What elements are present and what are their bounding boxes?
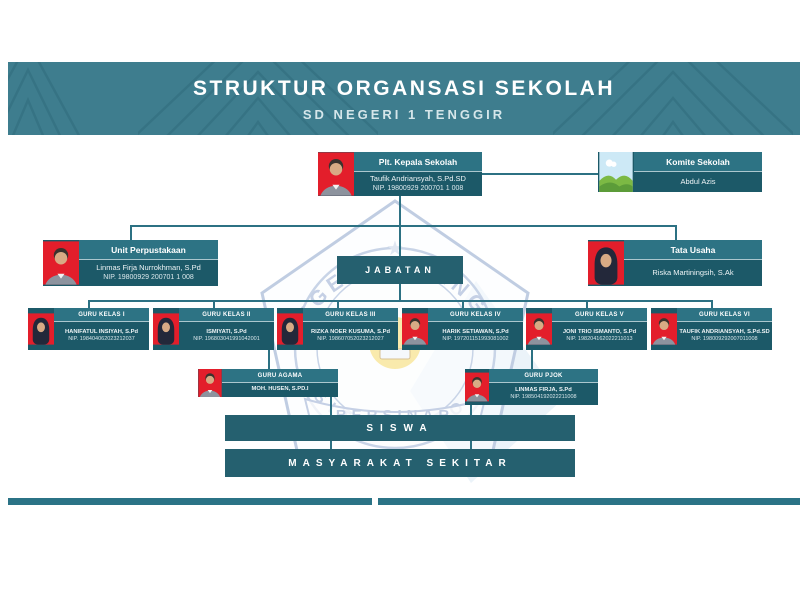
perpustakaan-title: Unit Perpustakaan (79, 240, 218, 260)
guru-3-name: RIZKA NOER KUSUMA, S.Pd (310, 328, 390, 335)
banner-siswa: SISWA (225, 415, 575, 441)
connector-line (462, 300, 464, 308)
guru-6-nip: NIP. 198009292007011008 (691, 336, 758, 342)
card-guru-kelas-2: GURU KELAS II ISMIYATI, S.Pd NIP. 196803… (153, 308, 274, 350)
page-title: STRUKTUR ORGANSASI SEKOLAH (192, 77, 615, 100)
photo-guru-agama (198, 369, 222, 397)
kepala-nip: NIP. 19800929 200701 1 008 (372, 185, 464, 192)
komite-title: Komite Sekolah (634, 152, 762, 172)
guru-6-name: TAUFIK ANDRIANSYAH, S.Pd.SD (679, 328, 770, 335)
guru-4-nip: NIP. 197201151993081002 (442, 336, 509, 342)
card-kepala-sekolah: Plt. Kepala Sekolah Taufik Andriansyah, … (318, 152, 482, 196)
card-guru-kelas-1: GURU KELAS I HANIFATUL INSIYAH, S.Pd NIP… (28, 308, 149, 350)
connector-line (337, 300, 339, 308)
kepala-name: Taufik Andriansyah, S.Pd.SD (370, 174, 466, 183)
guru-5-nip: NIP. 198204162022211013 (566, 336, 633, 342)
footer-accent-bar (378, 498, 800, 505)
connector-line (399, 196, 401, 225)
tata-usaha-title: Tata Usaha (624, 240, 762, 260)
guru-4-name: HARIK SETIAWAN, S.Pd (442, 328, 509, 335)
tata-usaha-name: Riska Martiningsih, S.Ak (652, 268, 734, 277)
guru-agama-name: MOH. HUSEN, S.PD.I (251, 386, 309, 393)
connector-line (399, 225, 401, 256)
card-komite-sekolah: Komite Sekolah Abdul Azis (598, 152, 762, 192)
connector-line (88, 300, 90, 308)
photo-komite-placeholder (598, 152, 634, 192)
card-guru-kelas-3: GURU KELAS III RIZKA NOER KUSUMA, S.Pd N… (277, 308, 398, 350)
card-tata-usaha: Tata Usaha Riska Martiningsih, S.Ak (588, 240, 762, 286)
photo-guru-kelas-5 (526, 308, 552, 350)
card-unit-perpustakaan: Unit Perpustakaan Linmas Firja Nurrokhma… (43, 240, 218, 286)
header-band: STRUKTUR ORGANSASI SEKOLAH SD NEGERI 1 T… (8, 62, 800, 135)
perpustakaan-nip: NIP. 19800929 200701 1 008 (103, 274, 194, 281)
guru-pjok-title: GURU PJOK (489, 369, 598, 383)
card-guru-kelas-6: GURU KELAS VI TAUFIK ANDRIANSYAH, S.Pd.S… (651, 308, 772, 350)
guru-3-title: GURU KELAS III (303, 308, 398, 322)
banner-jabatan: JABATAN (337, 256, 463, 284)
komite-name: Abdul Azis (680, 177, 716, 186)
guru-1-name: HANIFATUL INSIYAH, S.Pd (64, 328, 138, 335)
kepala-title: Plt. Kepala Sekolah (354, 152, 482, 172)
connector-line (330, 441, 332, 449)
connector-line (711, 300, 713, 308)
connector-line (330, 397, 332, 415)
header-pattern-left-icon (138, 62, 378, 135)
perpustakaan-name: Linmas Firja Nurrokhman, S.Pd (96, 263, 201, 272)
card-guru-kelas-5: GURU KELAS V JONI TRIO ISMANTO, S.Pd NIP… (526, 308, 647, 350)
photo-guru-kelas-4 (402, 308, 428, 350)
header-pattern-left-edge-icon (8, 62, 81, 135)
connector-line (399, 284, 401, 300)
guru-2-name: ISMIYATI, S.Pd (206, 328, 247, 335)
connector-line (130, 225, 132, 240)
connector-line (213, 300, 215, 308)
connector-line (480, 173, 598, 175)
guru-2-title: GURU KELAS II (179, 308, 274, 322)
photo-tata-usaha (588, 240, 624, 286)
guru-5-title: GURU KELAS V (552, 308, 647, 322)
footer-accent-bar (8, 498, 372, 505)
guru-4-title: GURU KELAS IV (428, 308, 523, 322)
guru-pjok-name: LINMAS FIRJA, S.Pd (515, 386, 572, 393)
connector-line (586, 300, 588, 308)
card-guru-kelas-4: GURU KELAS IV HARIK SETIAWAN, S.Pd NIP. … (402, 308, 523, 350)
page-subtitle: SD NEGERI 1 TENGGIR (302, 107, 506, 122)
photo-guru-kelas-6 (651, 308, 677, 350)
photo-guru-kelas-3 (277, 308, 303, 350)
guru-agama-title: GURU AGAMA (222, 369, 338, 383)
guru-1-nip: NIP. 198404062023212037 (68, 336, 135, 342)
connector-line (268, 350, 270, 369)
connector-line (470, 405, 472, 415)
guru-3-nip: NIP. 198607052023212027 (317, 336, 384, 342)
photo-kepala-sekolah (318, 152, 354, 196)
guru-2-nip: NIP. 196803041991042001 (193, 336, 260, 342)
photo-guru-kelas-1 (28, 308, 54, 350)
connector-line (130, 225, 676, 227)
guru-pjok-nip: NIP. 198504192022211008 (510, 394, 577, 400)
header-pattern-right-icon (553, 62, 793, 135)
connector-line (675, 225, 677, 240)
connector-line (531, 350, 533, 369)
photo-guru-pjok (465, 369, 489, 405)
photo-guru-kelas-2 (153, 308, 179, 350)
connector-line (88, 300, 712, 302)
guru-6-title: GURU KELAS VI (677, 308, 772, 322)
card-guru-pjok: GURU PJOK LINMAS FIRJA, S.Pd NIP. 198504… (465, 369, 598, 405)
guru-5-name: JONI TRIO ISMANTO, S.Pd (562, 328, 637, 335)
card-guru-agama: GURU AGAMA MOH. HUSEN, S.PD.I (198, 369, 338, 397)
photo-perpustakaan (43, 240, 79, 286)
connector-line (470, 441, 472, 449)
banner-masyarakat-sekitar: MASYARAKAT SEKITAR (225, 449, 575, 477)
guru-1-title: GURU KELAS I (54, 308, 149, 322)
